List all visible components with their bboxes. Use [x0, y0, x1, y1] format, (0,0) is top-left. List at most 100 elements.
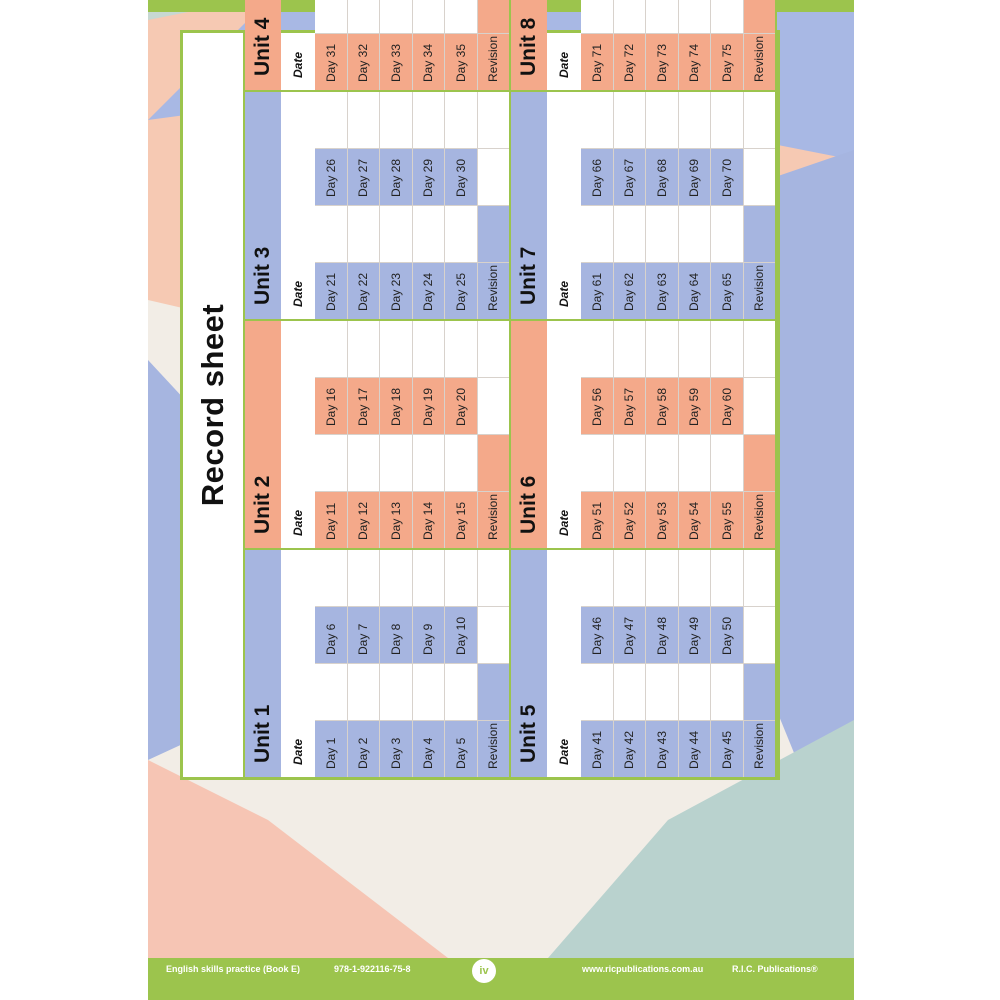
blank-cell — [711, 663, 744, 720]
blank-cell — [743, 148, 776, 205]
day-cell: Day 31 — [315, 33, 348, 90]
blank-cell — [445, 0, 478, 33]
blank-cell — [743, 90, 776, 148]
blank-cell — [445, 205, 478, 262]
blank-cell — [613, 0, 646, 33]
day-cell: Day 23 — [380, 262, 413, 319]
day-cell: Day 32 — [347, 33, 380, 90]
blank-cell — [581, 0, 614, 33]
blank-cell — [315, 90, 348, 148]
footer-bar: English skills practice (Book E) 978-1-9… — [148, 958, 854, 1000]
day-cell: Day 44 — [678, 720, 711, 777]
blank-cell — [678, 663, 711, 720]
revision-shade-cell — [743, 663, 776, 720]
blank-cell — [380, 548, 413, 606]
revision-shade-cell — [743, 205, 776, 262]
unit-label: Unit 7 — [511, 90, 547, 319]
blank-cell — [412, 548, 445, 606]
day-cell: Day 17 — [347, 377, 380, 434]
unit-label: Unit 4 — [245, 0, 281, 90]
unit-label: Unit 3 — [245, 90, 281, 319]
day-cell: Day 72 — [613, 33, 646, 90]
revision-shade-cell — [477, 205, 510, 262]
blank-cell — [315, 0, 348, 33]
blank-cell — [613, 434, 646, 491]
revision-cell: Revision — [477, 262, 510, 319]
day-cell: Day 45 — [711, 720, 744, 777]
revision-cell: Revision — [477, 491, 510, 548]
date-label: Date — [291, 51, 305, 78]
revision-shade-cell — [477, 0, 510, 33]
date-label: Date — [557, 738, 571, 765]
blank-cell — [743, 606, 776, 663]
blank-cell — [711, 0, 744, 33]
day-cell: Day 52 — [613, 491, 646, 548]
day-cell: Day 28 — [380, 148, 413, 205]
day-cell: Day 24 — [412, 262, 445, 319]
blank-cell — [743, 377, 776, 434]
blank-cell — [646, 663, 679, 720]
blank-cell — [347, 434, 380, 491]
day-cell: Day 71 — [581, 33, 614, 90]
footer-isbn: 978-1-922116-75-8 — [334, 964, 411, 974]
blank-cell — [412, 90, 445, 148]
day-cell: Day 25 — [445, 262, 478, 319]
blank-cell — [347, 548, 380, 606]
day-cell: Day 19 — [412, 377, 445, 434]
day-cell: Day 16 — [315, 377, 348, 434]
blank-cell — [347, 205, 380, 262]
blank-cell — [412, 434, 445, 491]
page-number: iv — [472, 959, 496, 983]
day-cell: Day 10 — [445, 606, 478, 663]
date-label: Date — [557, 280, 571, 307]
blank-cell — [646, 548, 679, 606]
blank-cell — [711, 205, 744, 262]
day-cell: Day 20 — [445, 377, 478, 434]
revision-shade-cell — [477, 663, 510, 720]
revision-cell: Revision — [743, 720, 776, 777]
unit-label: Unit 2 — [245, 319, 281, 548]
footer-book-title: English skills practice (Book E) — [166, 964, 301, 974]
blank-cell — [678, 205, 711, 262]
revision-cell: Revision — [743, 33, 776, 90]
day-cell: Day 21 — [315, 262, 348, 319]
blank-cell — [581, 663, 614, 720]
day-cell: Day 27 — [347, 148, 380, 205]
blank-cell — [315, 663, 348, 720]
blank-cell — [380, 205, 413, 262]
blank-cell — [477, 90, 510, 148]
page-title: Record sheet — [183, 33, 245, 777]
blank-cell — [315, 548, 348, 606]
blank-cell — [678, 0, 711, 33]
blank-cell — [711, 548, 744, 606]
blank-cell — [646, 205, 679, 262]
blank-cell — [613, 90, 646, 148]
blank-cell — [412, 205, 445, 262]
blank-cell — [581, 434, 614, 491]
blank-cell — [743, 319, 776, 377]
day-cell: Day 29 — [412, 148, 445, 205]
blank-cell — [445, 434, 478, 491]
date-label: Date — [291, 738, 305, 765]
day-cell: Day 11 — [315, 491, 348, 548]
day-cell: Day 22 — [347, 262, 380, 319]
day-cell: Day 58 — [646, 377, 679, 434]
blank-cell — [347, 663, 380, 720]
blank-cell — [646, 319, 679, 377]
day-cell: Day 5 — [445, 720, 478, 777]
day-cell: Day 67 — [613, 148, 646, 205]
day-cell: Day 34 — [412, 33, 445, 90]
blank-cell — [412, 0, 445, 33]
blank-cell — [477, 548, 510, 606]
day-cell: Day 33 — [380, 33, 413, 90]
blank-cell — [678, 319, 711, 377]
day-cell: Day 74 — [678, 33, 711, 90]
day-cell: Day 30 — [445, 148, 478, 205]
blank-cell — [613, 205, 646, 262]
date-label: Date — [291, 280, 305, 307]
